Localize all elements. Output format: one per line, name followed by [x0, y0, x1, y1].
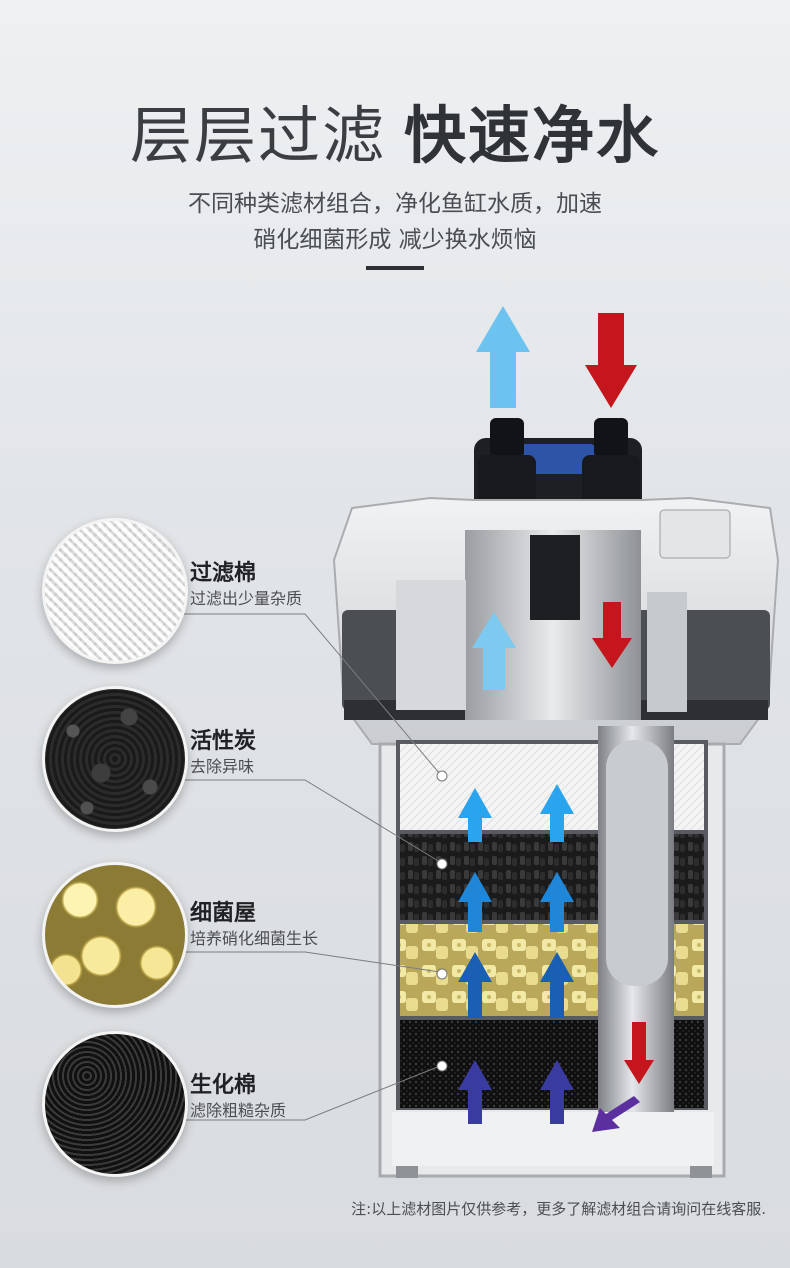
- divider: [366, 266, 424, 270]
- inflow-arrow-icon: [585, 313, 637, 408]
- headline-bold: 快速净水: [404, 99, 661, 172]
- subtitle: 不同种类滤材组合，净化鱼缸水质，加速 硝化细菌形成 减少换水烦恼: [0, 186, 790, 258]
- bacteria-house-image: [42, 862, 188, 1008]
- upflow-arrow-icon: [472, 612, 516, 690]
- activated-carbon-image: [42, 686, 188, 832]
- headline-light: 层层过滤: [129, 99, 386, 172]
- layer-4-title: 生化棉: [190, 1073, 257, 1098]
- layer-3-desc: 培养硝化细菌生长: [190, 929, 319, 948]
- subtitle-line-1: 不同种类滤材组合，净化鱼缸水质，加速: [188, 191, 602, 217]
- outflow-arrow-icon: [476, 306, 530, 408]
- bio-sponge-image: [42, 1031, 188, 1177]
- water-flow-arrows: [458, 784, 654, 1132]
- layer-2-desc: 去除异味: [190, 757, 255, 776]
- subtitle-line-2: 硝化细菌形成 减少换水烦恼: [253, 227, 537, 253]
- layer-1-desc: 过滤出少量杂质: [190, 589, 303, 608]
- layer-4-desc: 滤除粗糙杂质: [190, 1101, 287, 1120]
- filter-cotton-image: [42, 518, 188, 664]
- layer-3-title: 细菌屋: [190, 901, 257, 926]
- footnote: 注:以上滤材图片仅供参考，更多了解滤材组合请询问在线客服.: [351, 1200, 766, 1218]
- layer-2-title: 活性炭: [190, 729, 257, 754]
- layer-1-title: 过滤棉: [190, 561, 257, 586]
- downflow-arrow-icon: [592, 602, 632, 668]
- main-headline: 层层过滤快速净水: [0, 96, 790, 176]
